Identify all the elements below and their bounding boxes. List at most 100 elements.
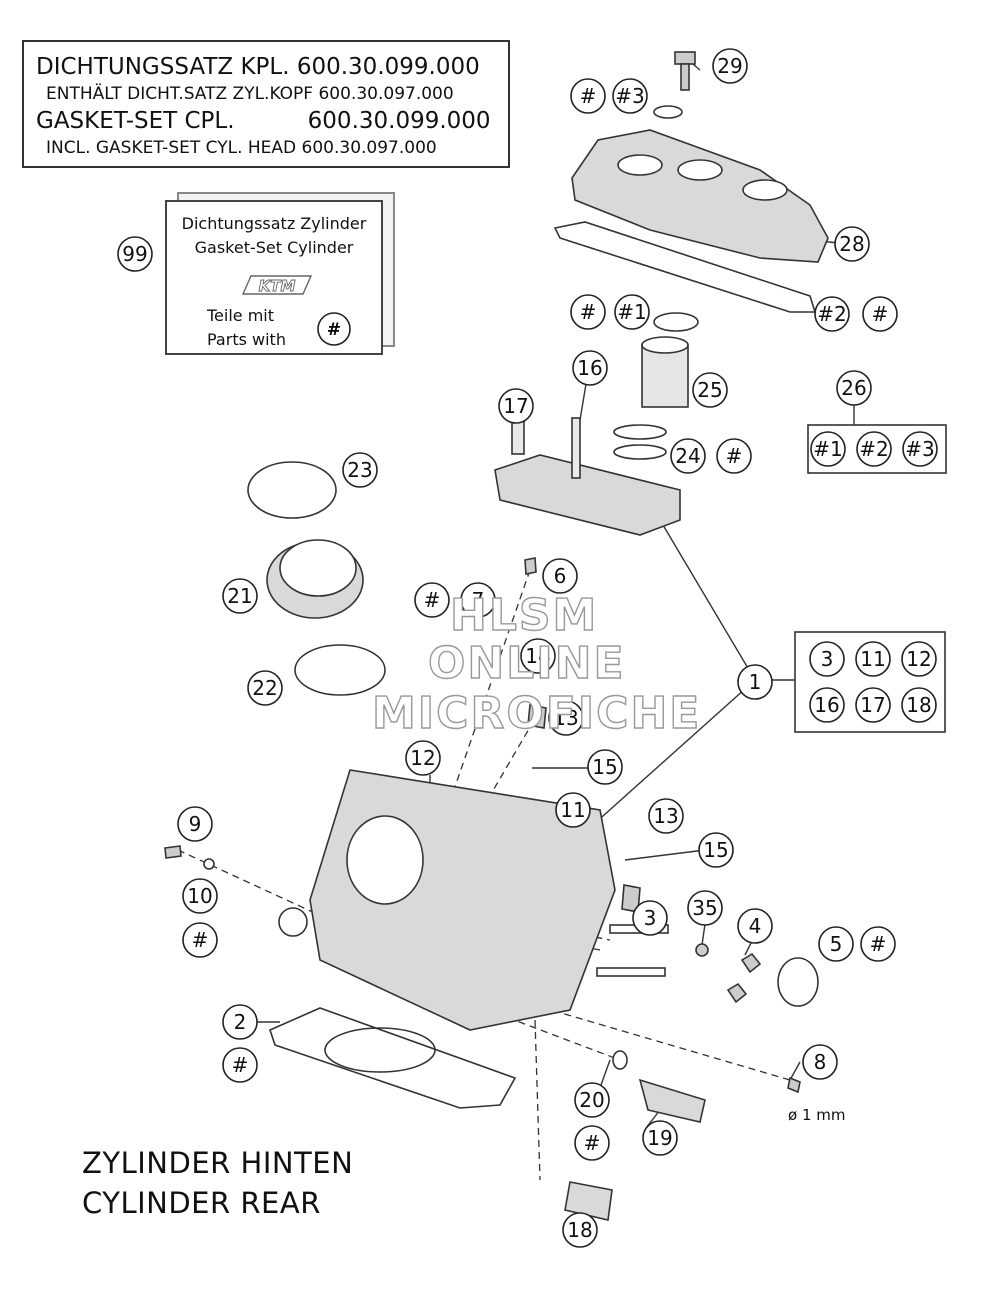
svg-text:#3: #3 [905,437,934,461]
callout-13-lower: 13 [648,798,684,834]
kit-26-item-2: #2 [856,431,892,467]
svg-text:28: 28 [839,232,864,256]
cam-carrier-shape [494,454,681,536]
svg-text:#2: #2 [859,437,888,461]
callout-18: 18 [562,1212,598,1248]
svg-text:#1: #1 [813,437,842,461]
svg-text:23: 23 [347,458,372,482]
callout-24: 24 [670,438,706,474]
svg-text:24: 24 [675,444,700,468]
svg-text:16: 16 [577,356,602,380]
svg-text:5: 5 [830,932,843,956]
svg-text:13: 13 [653,804,678,828]
group-1-item-18: 18 [901,687,937,723]
svg-text:16: 16 [814,693,839,717]
svg-text:#: # [726,444,743,468]
svg-text:99: 99 [122,242,147,266]
callout-layer: 29##328##1#2#26#1#2#316172524#2321226#71… [117,48,938,1248]
callout-23: 23 [342,452,378,488]
callout-15-upper: 15 [587,749,623,785]
svg-text:19: 19 [647,1126,672,1150]
callout-10: 10 [182,878,218,914]
svg-text:25: 25 [697,378,722,402]
svg-text:21: 21 [227,584,252,608]
callout-2: 2 [222,1004,258,1040]
callout-4: 4 [737,908,773,944]
svg-text:8: 8 [814,1050,827,1074]
callout-8: 8 [802,1044,838,1080]
footer-title-de: ZYLINDER HINTEN [82,1146,354,1180]
marker-5: # [860,926,896,962]
svg-text:1: 1 [749,670,762,694]
svg-text:#3: #3 [615,84,644,108]
callout-14: 14 [520,638,556,674]
svg-text:3: 3 [644,906,657,930]
group-1-item-16: 16 [809,687,845,723]
kit-title-en: Gasket-Set Cylinder [194,238,354,257]
svg-text:18: 18 [567,1218,592,1242]
dimension-label: ø 1 mm [788,1106,846,1124]
svg-text:22: 22 [252,676,277,700]
part-shapes [164,51,829,1221]
svg-text:29: 29 [717,54,742,78]
svg-text:#: # [424,588,441,612]
valve-cover-shape [571,129,829,263]
callout-12: 12 [405,740,441,776]
kit-note-en: Parts with [207,330,286,349]
svg-text:15: 15 [703,838,728,862]
callout-7: 7 [460,582,496,618]
group-1-item-17: 17 [855,687,891,723]
marker-10: # [182,922,218,958]
marker-2: # [222,1047,258,1083]
marker-25-b: #1 [614,294,650,330]
marker-28-b: # [862,296,898,332]
svg-text:9: 9 [189,812,202,836]
marker-29-b: #3 [612,78,648,114]
svg-text:4: 4 [749,914,762,938]
group-1-item-12: 12 [901,641,937,677]
marker-20: # [574,1125,610,1161]
svg-text:10: 10 [187,884,212,908]
svg-text:12: 12 [906,647,931,671]
callout-17: 17 [498,388,534,424]
head-gasket-shape [269,1007,517,1109]
svg-text:18: 18 [906,693,931,717]
watermark-line-1: HLSM [449,589,599,641]
callout-28: 28 [834,226,870,262]
svg-text:11: 11 [560,798,585,822]
watermark-line-2: ONLINE [427,637,626,689]
callout-26: 26 [836,370,872,406]
svg-text:#2: #2 [817,302,846,326]
svg-text:#: # [192,928,209,952]
callout-6: 6 [542,558,578,594]
marker-25-a: # [570,294,606,330]
callout-25: 25 [692,372,728,408]
header-line-1: DICHTUNGSSATZ KPL. 600.30.099.000 [36,54,480,80]
svg-text:#: # [327,320,341,340]
marker-28-a: #2 [814,296,850,332]
callout-1: 1 [737,664,773,700]
callout-99: 99 [117,236,153,272]
svg-text:3: 3 [821,647,834,671]
watermark-line-3: MICROFICHE [371,687,702,739]
marker-29-a: # [570,78,606,114]
callout-19: 19 [642,1120,678,1156]
svg-text:15: 15 [592,755,617,779]
svg-text:17: 17 [503,394,528,418]
svg-text:26: 26 [841,376,866,400]
svg-text:7: 7 [472,588,485,612]
callout-3: 3 [632,900,668,936]
ktm-logo: KTM [241,275,313,295]
group-1-item-11: 11 [855,641,891,677]
svg-text:#: # [872,302,889,326]
gasket-set-header-box: DICHTUNGSSATZ KPL. 600.30.099.000 ENTHÄL… [22,40,510,168]
svg-text:2: 2 [234,1010,247,1034]
svg-text:#: # [870,932,887,956]
callout-11: 11 [555,792,591,828]
svg-text:35: 35 [692,896,717,920]
svg-text:14: 14 [525,644,550,668]
callout-35: 35 [687,890,723,926]
svg-text:#: # [580,84,597,108]
kit-marker-badge: # [317,312,351,346]
